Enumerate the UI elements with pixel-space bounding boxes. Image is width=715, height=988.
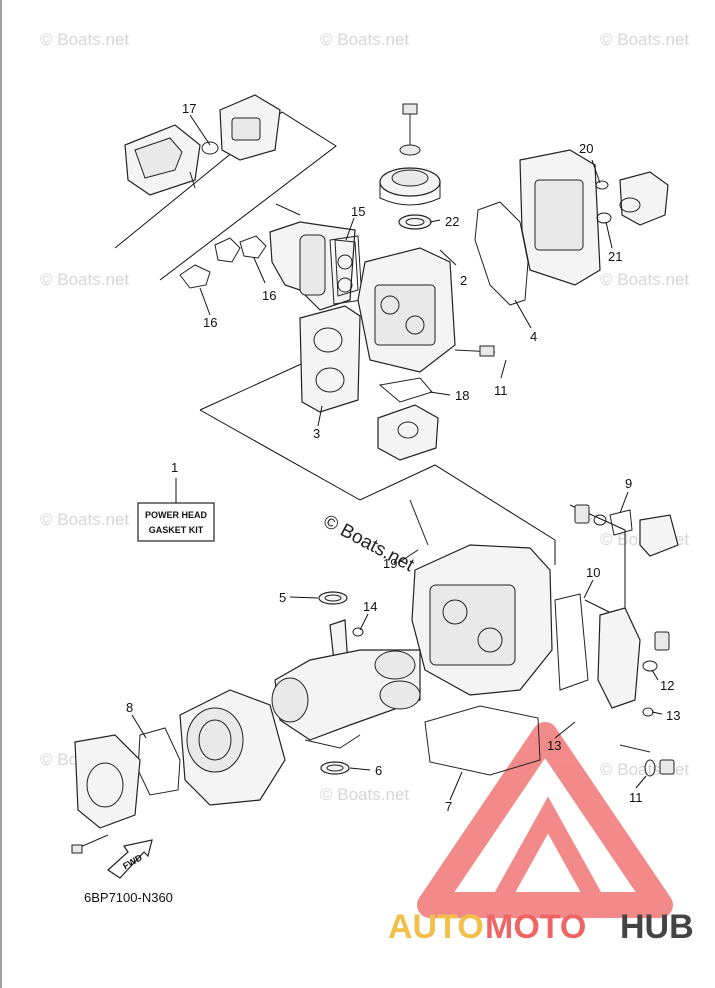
watermark-9: © Boats.net xyxy=(320,785,409,804)
callout-7: 7 xyxy=(445,799,452,814)
callout-8: 8 xyxy=(126,700,133,715)
part-exhaust-cover xyxy=(377,404,439,461)
part-head-gasket xyxy=(299,305,361,413)
callout-5: 5 xyxy=(279,590,286,605)
callout-numbers: 1 2 3 4 5 6 7 8 9 10 11 11 12 13 13 14 1… xyxy=(126,101,680,814)
callout-1: 1 xyxy=(171,460,178,475)
watermark-3: © Boats.net xyxy=(600,30,689,49)
fwd-arrow: FWD xyxy=(107,839,153,879)
logo-triangle xyxy=(417,722,673,918)
part-cylinder-head xyxy=(357,247,496,373)
watermark-1: © Boats.net xyxy=(40,30,129,49)
callout-11b: 11 xyxy=(629,790,643,805)
callout-12: 12 xyxy=(660,678,674,693)
leader-lines xyxy=(131,114,663,801)
part-carburetor xyxy=(124,94,281,196)
logo-auto: AUTO xyxy=(388,908,484,946)
kit-label-line1: POWER HEAD xyxy=(145,510,208,520)
part-gasket-18 xyxy=(378,377,433,403)
callout-10: 10 xyxy=(586,565,600,580)
part-gasket-8 xyxy=(137,727,181,796)
part-timing-pulley xyxy=(379,103,441,206)
watermark-4: © Boats.net xyxy=(40,270,129,289)
callout-17: 17 xyxy=(182,101,196,116)
kit-label-line2: GASKET KIT xyxy=(149,525,204,535)
callout-13a: 13 xyxy=(666,708,680,723)
outline-top-left xyxy=(114,111,337,281)
part-intake-manifold xyxy=(269,221,359,311)
callout-2: 2 xyxy=(460,273,467,288)
callout-16a: 16 xyxy=(262,288,276,303)
part-gasket-7 xyxy=(424,705,541,776)
logo-inner-peak xyxy=(490,796,606,910)
watermark-2: © Boats.net xyxy=(320,30,409,49)
logo-moto: MOTO xyxy=(485,908,586,946)
callout-21: 21 xyxy=(608,249,622,264)
part-gasket-4 xyxy=(474,201,529,306)
callout-20: 20 xyxy=(579,141,593,156)
logo-hub: HUB xyxy=(620,908,694,946)
callout-16b: 16 xyxy=(203,315,217,330)
gasket-kit-box: POWER HEAD GASKET KIT xyxy=(137,478,215,542)
callout-3: 3 xyxy=(313,426,320,441)
callout-14: 14 xyxy=(363,599,377,614)
part-intake-gaskets xyxy=(179,203,301,289)
center-watermark: © Boats.net xyxy=(320,511,418,577)
callout-22: 22 xyxy=(445,214,459,229)
part-head-cover xyxy=(519,149,669,286)
part-thermostat xyxy=(574,504,679,557)
part-seal-22 xyxy=(398,214,432,230)
outline-mid-2 xyxy=(199,409,556,541)
part-cylinder-block xyxy=(409,499,553,696)
watermark-6: © Boats.net xyxy=(40,510,129,529)
logo-text: AUTO MOTO HUB xyxy=(388,908,694,946)
outline-mid-1 xyxy=(199,359,311,411)
part-side-cover xyxy=(597,607,675,777)
callout-9: 9 xyxy=(625,476,632,491)
callout-15: 15 xyxy=(351,204,365,219)
part-lower-cover xyxy=(71,734,141,854)
logo-mark xyxy=(417,722,673,918)
part-seal-5 xyxy=(318,591,348,605)
part-crankshaft xyxy=(271,619,421,749)
callout-18: 18 xyxy=(455,388,469,403)
callout-4: 4 xyxy=(530,329,537,344)
callout-6: 6 xyxy=(375,763,382,778)
group-outlines xyxy=(114,111,626,625)
watermark-5: © Boats.net xyxy=(600,270,689,289)
callout-13b: 13 xyxy=(547,738,561,753)
callout-19: 19 xyxy=(383,556,397,571)
callout-11a: 11 xyxy=(494,383,508,398)
diagram-code: 6BP7100-N360 xyxy=(84,890,173,905)
part-gasket-10 xyxy=(554,593,589,691)
part-seal-6 xyxy=(320,761,350,775)
part-crankcase-half xyxy=(179,689,286,806)
part-pin-14 xyxy=(352,627,364,637)
